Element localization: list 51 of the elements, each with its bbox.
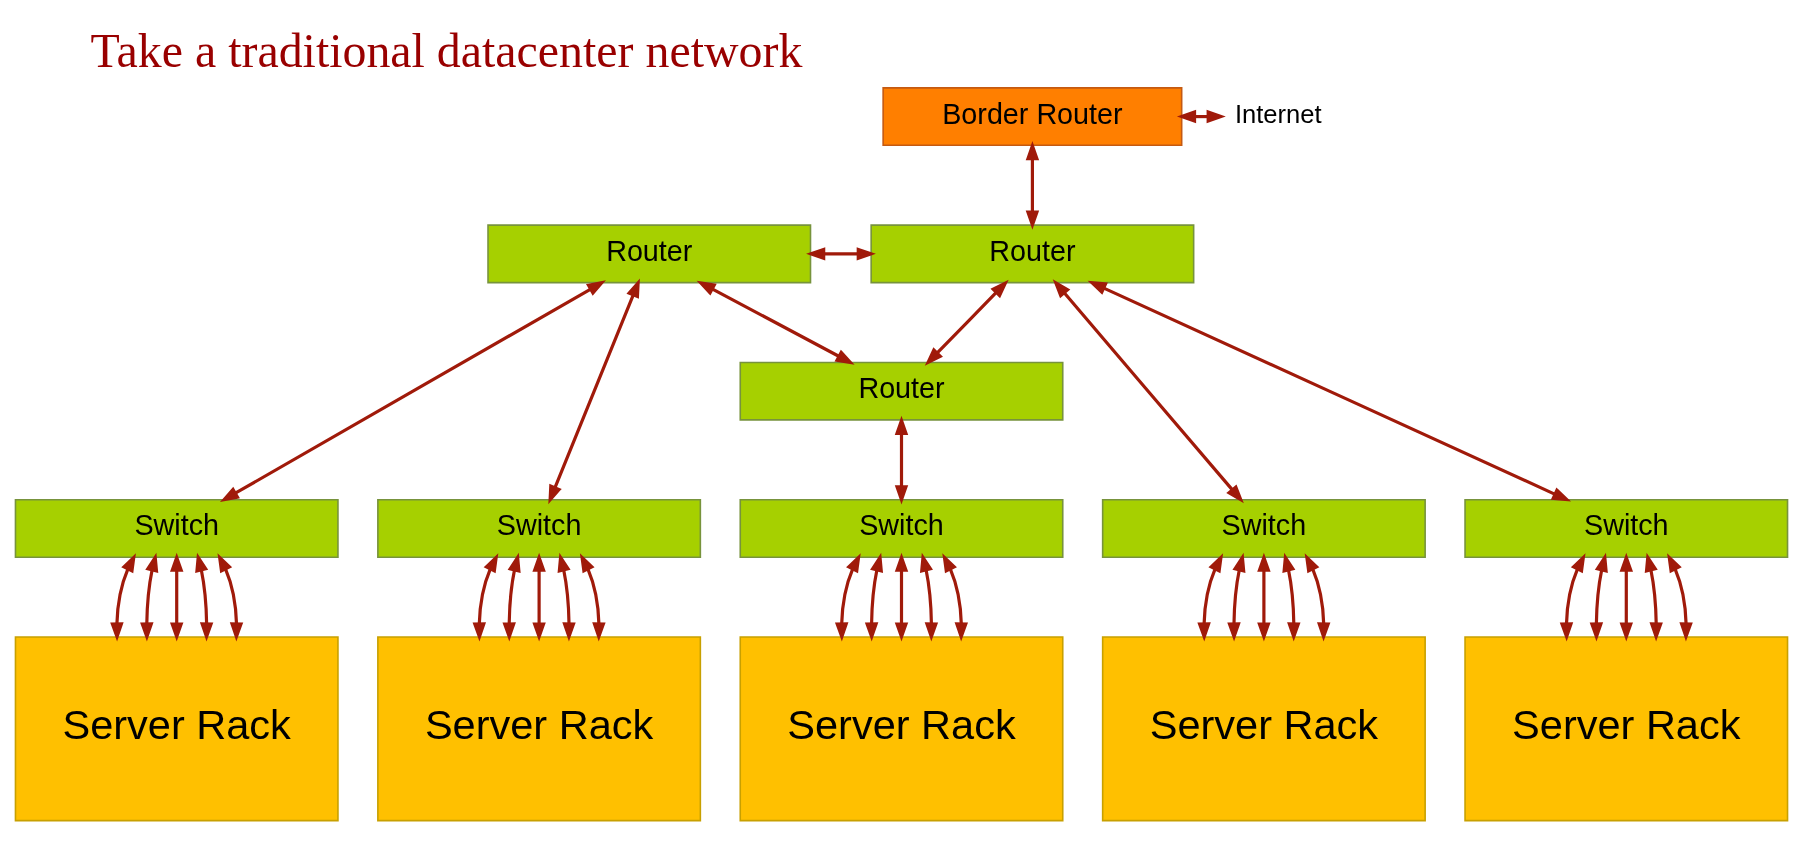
- arrow: [942, 552, 969, 642]
- arrow: [548, 278, 640, 504]
- arrow: [924, 279, 1009, 366]
- arrow: [1559, 552, 1586, 642]
- arrow: [1589, 552, 1608, 642]
- arrow: [1176, 109, 1226, 123]
- arrow: [1282, 552, 1301, 642]
- node-text: Internet: [1234, 99, 1322, 128]
- arrow: [502, 552, 521, 642]
- arrow: [1644, 552, 1663, 642]
- node-box: Switch: [14, 498, 339, 558]
- node-box: Server Rack: [1464, 635, 1789, 821]
- arrow: [140, 552, 159, 642]
- arrow: [696, 280, 855, 365]
- diagram-title: Take a traditional datacenter network: [90, 23, 803, 77]
- arrow: [110, 552, 136, 642]
- arrow: [532, 552, 546, 642]
- node-box: Router: [870, 223, 1195, 283]
- arrow: [1052, 278, 1244, 503]
- arrow: [1667, 552, 1693, 642]
- arrow: [472, 552, 499, 642]
- arrow: [1087, 280, 1572, 502]
- arrow: [170, 552, 184, 642]
- node-box: Switch: [377, 498, 702, 558]
- node-box: Server Rack: [739, 635, 1064, 821]
- arrow: [1197, 552, 1224, 642]
- arrow: [557, 552, 576, 642]
- node-box: Switch: [1464, 498, 1789, 558]
- arrow: [1257, 552, 1271, 642]
- arrow: [1025, 140, 1040, 230]
- arrow: [894, 415, 909, 504]
- arrow: [219, 279, 606, 502]
- arrow: [579, 552, 606, 642]
- node-box: Router: [739, 361, 1064, 421]
- node-box: Router: [487, 223, 812, 283]
- arrow: [1227, 552, 1246, 642]
- node-box: Server Rack: [1101, 635, 1426, 821]
- arrow: [919, 552, 939, 642]
- node-box: Server Rack: [377, 635, 702, 821]
- node-box: Border Router: [882, 86, 1183, 146]
- arrow: [894, 552, 909, 642]
- node-box: Server Rack: [14, 635, 339, 821]
- node-box: Switch: [1101, 498, 1426, 558]
- arrow: [864, 552, 884, 642]
- arrow: [806, 246, 876, 261]
- node-box: Switch: [739, 498, 1064, 558]
- arrow: [1619, 552, 1633, 642]
- arrow: [834, 552, 861, 642]
- arrow: [1304, 552, 1331, 642]
- arrow: [217, 552, 244, 642]
- arrow: [195, 552, 214, 642]
